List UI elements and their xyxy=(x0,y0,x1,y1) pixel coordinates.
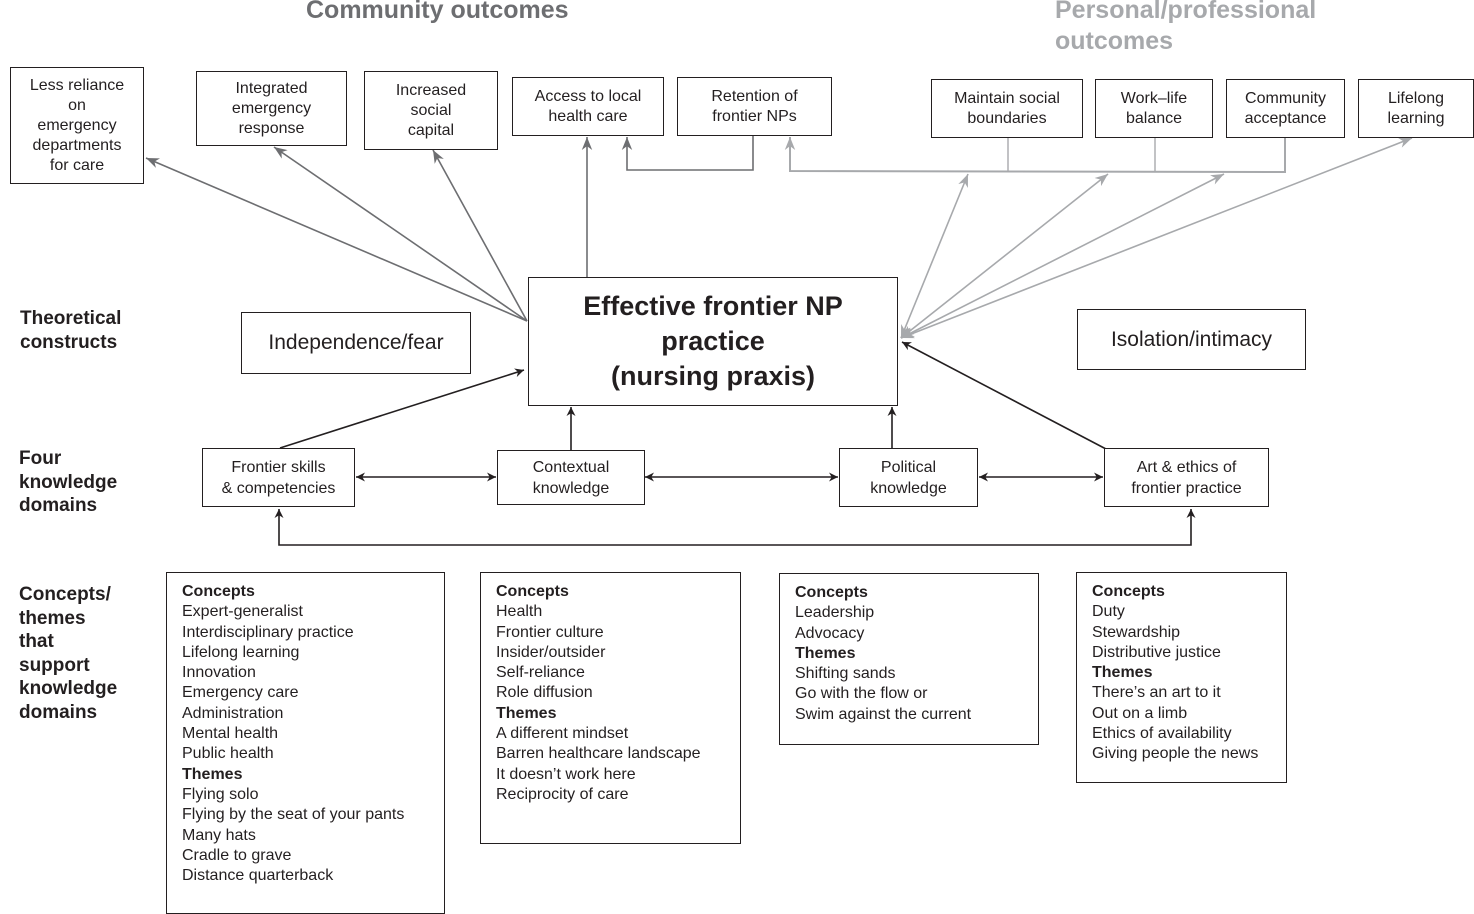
domain-art-ethics: Art & ethics of frontier practice xyxy=(1104,448,1269,507)
concept-item: Health xyxy=(496,603,543,621)
concepts-contextual: Concepts Health Frontier culture Insider… xyxy=(480,572,741,844)
concept-item: Innovation xyxy=(182,664,256,682)
arrow-to-integrated-emergency xyxy=(273,146,528,322)
themes-heading: Themes xyxy=(1092,664,1153,682)
concept-item: Insider/outsider xyxy=(496,643,606,661)
arrow-art-ethics-to-central xyxy=(901,341,1107,450)
arrow-personal-1 xyxy=(900,173,969,339)
arrow-to-lifelong-learning xyxy=(900,137,1413,339)
community-outcomes-title: Community outcomes xyxy=(306,0,569,24)
concept-item: Emergency care xyxy=(182,684,299,702)
outcome-integrated-emergency: Integrated emergency response xyxy=(196,71,347,146)
row-label-theoretical-constructs: Theoretical constructs xyxy=(20,308,122,353)
outcome-less-reliance: Less reliance on emergency departments f… xyxy=(10,67,144,184)
theme-item: Giving people the news xyxy=(1092,745,1259,763)
concepts-art-ethics: Concepts Duty Stewardship Distributive j… xyxy=(1076,572,1287,783)
arrow-to-social-capital xyxy=(432,149,528,322)
concepts-heading: Concepts xyxy=(795,584,868,601)
concept-item: Public health xyxy=(182,745,274,763)
concept-item: Leadership xyxy=(795,604,875,622)
concept-item: Expert-generalist xyxy=(182,603,303,621)
domain-political-knowledge: Political knowledge xyxy=(839,448,978,507)
row-label-knowledge-domains: Four knowledge domains xyxy=(19,448,118,516)
theme-item: Reciprocity of care xyxy=(496,785,629,803)
concept-item: Interdisciplinary practice xyxy=(182,623,354,641)
connector-retention-to-access xyxy=(621,136,754,171)
central-effective-frontier-np-practice: Effective frontier NP practice (nursing … xyxy=(528,277,898,406)
theme-item: Go with the flow or xyxy=(795,685,928,703)
connector-personal-to-retention xyxy=(784,137,1286,174)
construct-isolation-intimacy: Isolation/intimacy xyxy=(1077,309,1306,370)
theme-item: Many hats xyxy=(182,826,256,844)
concept-item: Administration xyxy=(182,704,284,722)
concept-item: Self-reliance xyxy=(496,664,585,682)
domain-contextual-knowledge: Contextual knowledge xyxy=(497,450,645,505)
outcome-community-acceptance: Community acceptance xyxy=(1226,79,1345,138)
theme-item: Barren healthcare landscape xyxy=(496,745,701,763)
theme-item: Cradle to grave xyxy=(182,846,292,864)
concepts-heading: Concepts xyxy=(182,583,255,600)
theme-item: Ethics of availability xyxy=(1092,725,1232,743)
outcome-lifelong-learning: Lifelong learning xyxy=(1358,79,1474,138)
themes-heading: Themes xyxy=(496,704,557,722)
concepts-heading: Concepts xyxy=(1092,583,1165,600)
outcome-work-life-balance: Work–life balance xyxy=(1095,79,1213,138)
row-label-concepts-themes: Concepts/ themes that support knowledge … xyxy=(19,584,118,723)
concept-item: Duty xyxy=(1092,603,1125,621)
concept-item: Frontier culture xyxy=(496,623,604,641)
themes-heading: Themes xyxy=(795,644,856,662)
outcome-access-local-care: Access to local health care xyxy=(512,77,664,136)
theme-item: Flying by the seat of your pants xyxy=(182,806,405,824)
theme-item: Out on a limb xyxy=(1092,704,1188,722)
concept-item: Mental health xyxy=(182,725,279,743)
concept-item: Stewardship xyxy=(1092,623,1181,641)
themes-heading: Themes xyxy=(182,765,243,783)
concepts-political: Concepts Leadership Advocacy Themes Shif… xyxy=(779,573,1039,745)
concept-item: Distributive justice xyxy=(1092,643,1221,661)
arrow-to-less-reliance xyxy=(145,157,528,322)
arrow-skills-art-ethics-loop xyxy=(274,509,1196,546)
construct-independence-fear: Independence/fear xyxy=(241,312,471,374)
theme-item: It doesn’t work here xyxy=(496,765,636,783)
theme-item: A different mindset xyxy=(496,725,629,743)
concepts-frontier-skills: Concepts Expert-generalist Interdiscipli… xyxy=(166,572,445,914)
theme-item: Shifting sands xyxy=(795,665,896,683)
arrow-frontier-skills-to-central xyxy=(279,368,525,449)
outcome-social-capital: Increased social capital xyxy=(364,71,498,150)
theme-item: Flying solo xyxy=(182,785,259,803)
outcome-social-boundaries: Maintain social boundaries xyxy=(931,79,1083,138)
concept-item: Role diffusion xyxy=(496,684,593,702)
theme-item: Swim against the current xyxy=(795,705,972,723)
concepts-heading: Concepts xyxy=(496,583,569,600)
domain-frontier-skills: Frontier skills & competencies xyxy=(202,448,355,507)
concept-item: Lifelong learning xyxy=(182,643,300,661)
theme-item: Distance quarterback xyxy=(182,867,334,885)
theme-item: There’s an art to it xyxy=(1092,684,1221,702)
outcome-retention: Retention of frontier NPs xyxy=(677,77,832,136)
personal-outcomes-title: Personal/professional outcomes xyxy=(1055,0,1317,55)
concept-item: Advocacy xyxy=(795,624,865,642)
